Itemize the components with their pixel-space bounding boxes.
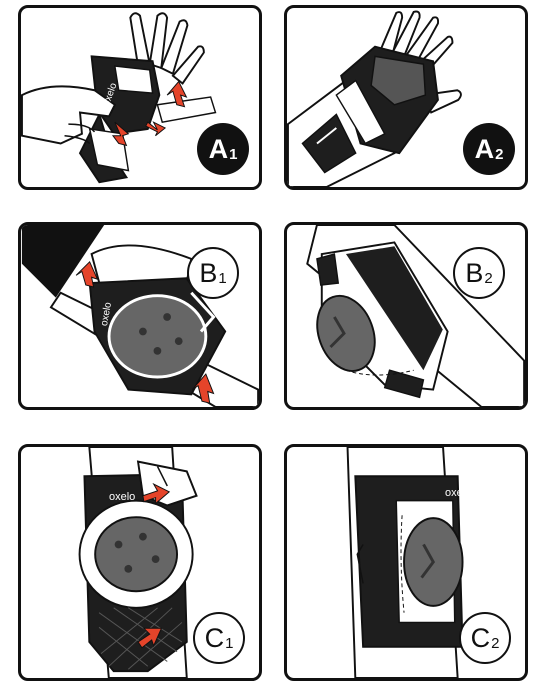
step-number: 2 (484, 269, 493, 287)
step-letter: A (474, 133, 495, 164)
step-number: 1 (218, 269, 227, 287)
elbow-pad-worn-illustration (306, 225, 525, 407)
step-number: 1 (229, 145, 238, 163)
brand-logo-c1: oxelo (109, 491, 136, 503)
step-letter: B (465, 257, 484, 288)
step-number: 1 (225, 634, 234, 652)
wrist-guard-worn-illustration (287, 10, 462, 187)
step-letter: C (204, 622, 225, 653)
step-letter: B (199, 257, 218, 288)
knee-pad-strap-illustration (78, 447, 198, 678)
elbow-pad-strap-illustration (21, 225, 259, 407)
knee-pad-worn-illustration (346, 447, 464, 678)
step-letter: A (208, 133, 229, 164)
step-number: 2 (491, 634, 500, 652)
step-letter: C (470, 622, 491, 653)
wrist-guard-strap-illustration (21, 12, 217, 184)
brand-logo-c2: oxelo (445, 487, 472, 499)
step-number: 2 (495, 145, 504, 163)
